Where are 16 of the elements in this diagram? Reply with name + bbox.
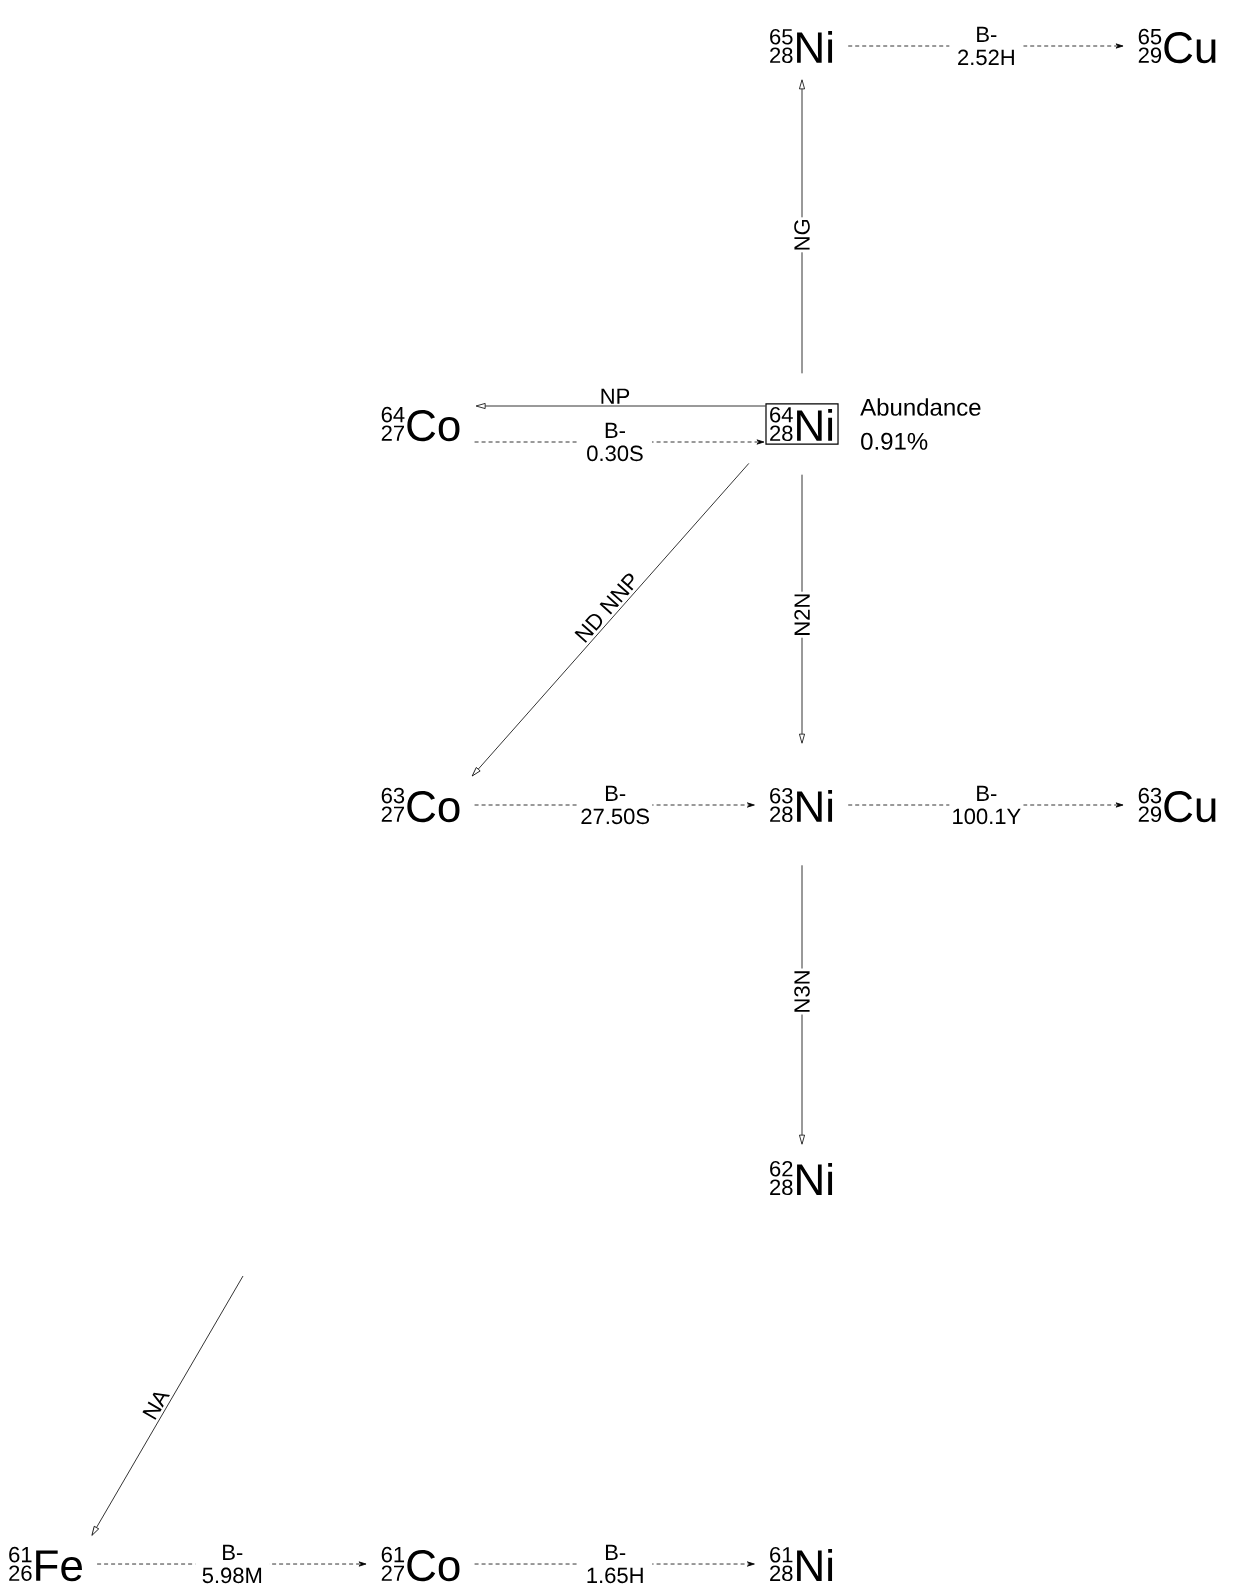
edge-label: N3N	[794, 971, 810, 1012]
arrow	[471, 463, 750, 777]
edge-label: N2N	[794, 594, 810, 635]
edge-label: NG	[794, 219, 810, 250]
edge-label: B- 2.52H	[958, 26, 1014, 66]
edge-label: B- 100.1Y	[953, 785, 1021, 825]
arrow	[91, 1275, 244, 1536]
arrow	[799, 79, 805, 374]
abundance-note: Abundance 0.91%	[860, 398, 981, 450]
edge-label: NP	[601, 388, 630, 404]
edge-label: B- 0.30S	[587, 422, 643, 462]
edge-label: B- 5.98M	[202, 1544, 262, 1584]
edge-label: B- 27.50S	[581, 785, 649, 825]
arrow	[475, 403, 766, 409]
edge-label: B- 1.65H	[587, 1544, 643, 1584]
edge-label: NA	[142, 1392, 170, 1420]
